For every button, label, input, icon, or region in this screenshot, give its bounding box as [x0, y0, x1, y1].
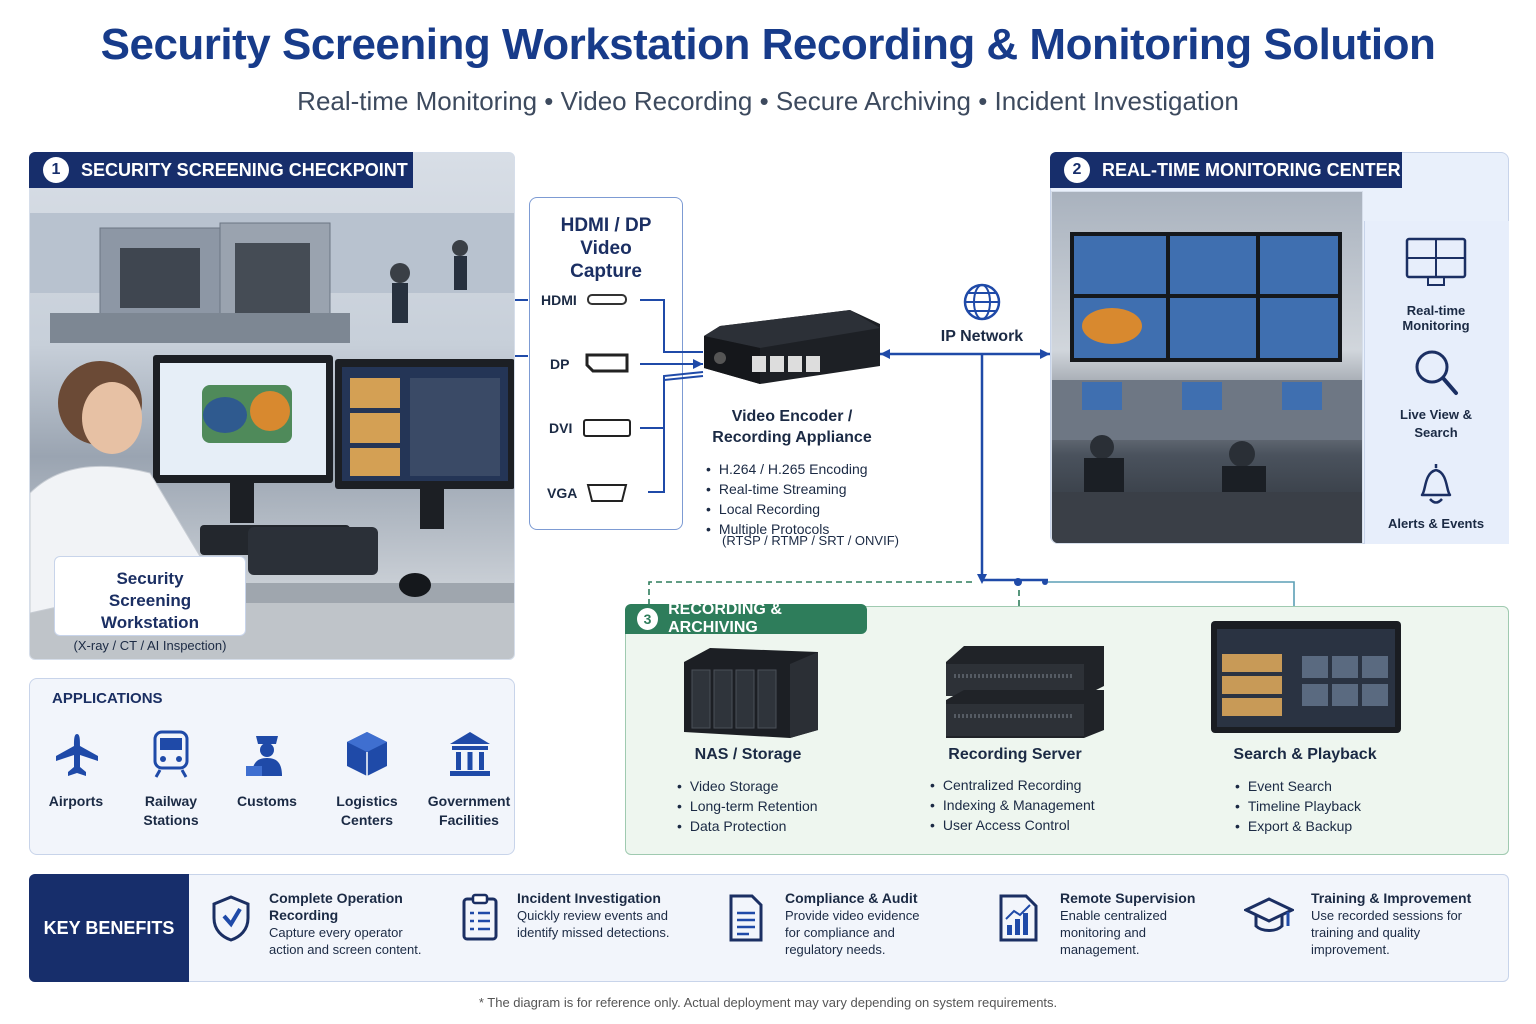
section-number: 2	[1064, 157, 1090, 183]
benefit-title: Training & Improvement	[1311, 890, 1472, 906]
encoder-feature: Local Recording	[706, 499, 868, 519]
port-label-hdmi: HDMI	[541, 292, 577, 308]
checkpoint-section-label: SECURITY SCREENING CHECKPOINT	[81, 159, 408, 180]
feature-live-view-search: Live View & Search	[1400, 407, 1473, 440]
workstation-subtitle: (X-ray / CT / AI Inspection)	[73, 638, 227, 653]
shield-icon	[212, 895, 250, 942]
checkpoint-scene-illustration	[30, 213, 514, 659]
benefit-title: Compliance & Audit	[785, 890, 918, 906]
recording-server-bullets: Centralized Recording Indexing & Managem…	[930, 775, 1095, 835]
benefit-desc: Enable centralized monitoring and manage…	[1060, 908, 1167, 957]
nas-bullet: Video Storage	[677, 776, 818, 796]
port-label-vga: VGA	[547, 485, 578, 501]
playback-bullet: Event Search	[1235, 776, 1361, 796]
footer-note: * The diagram is for reference only. Act…	[478, 995, 1058, 1010]
encoder-feature: H.264 / H.265 Encoding	[706, 459, 868, 479]
application-customs: Customs	[237, 793, 297, 809]
page-title: Security Screening Workstation Recording…	[100, 20, 1436, 69]
monitoring-center-panel	[1050, 152, 1509, 544]
feature-alerts-events: Alerts & Events	[1387, 516, 1485, 531]
section-number: 1	[43, 157, 69, 183]
applications-title: APPLICATIONS	[52, 690, 163, 707]
checkpoint-section-header: 1 SECURITY SCREENING CHECKPOINT	[29, 152, 413, 188]
nas-storage-image	[684, 648, 818, 738]
nas-storage-bullets: Video Storage Long-term Retention Data P…	[677, 776, 818, 836]
recording-section-label: RECORDING & ARCHIVING	[668, 601, 782, 636]
server-bullet: Indexing & Management	[930, 795, 1095, 815]
recording-server-title: Recording Server	[948, 746, 1082, 763]
section-number: 3	[637, 608, 659, 630]
encoder-device-image	[704, 310, 880, 384]
checkpoint-photo	[29, 152, 515, 660]
key-benefits-label-block: KEY BENEFITS	[29, 874, 189, 982]
monitor-grid-icon	[1405, 237, 1467, 286]
encoder-feature: Real-time Streaming	[706, 479, 868, 499]
benefit-desc: Use recorded sessions for training and q…	[1311, 908, 1463, 957]
video-capture-title: HDMI / DP Video Capture	[560, 215, 652, 282]
port-label-dvi: DVI	[549, 420, 573, 436]
airplane-icon	[56, 734, 98, 776]
application-railway-stations: Railway Stations	[143, 793, 199, 828]
encoder-features: H.264 / H.265 Encoding Real-time Streami…	[706, 459, 868, 539]
application-airports: Airports	[48, 793, 104, 809]
network-label: IP Network	[940, 328, 1024, 345]
benefit-compliance-audit: Compliance & Audit Provide video evidenc…	[785, 890, 935, 958]
video-wall-illustration	[1052, 232, 1362, 543]
monitoring-section-header: 2 REAL-TIME MONITORING CENTER	[1050, 152, 1402, 188]
port-label-dp: DP	[550, 356, 570, 372]
playback-monitor-image	[1211, 621, 1401, 733]
chart-icon	[999, 894, 1038, 942]
workstation-label-card: Security Screening Workstation (X-ray / …	[54, 556, 246, 653]
government-building-icon	[450, 732, 490, 776]
server-bullet: User Access Control	[930, 815, 1095, 835]
playback-bullet: Export & Backup	[1235, 816, 1361, 836]
benefit-title: Incident Investigation	[517, 890, 661, 906]
graduation-cap-icon	[1244, 897, 1294, 932]
nas-bullet: Long-term Retention	[677, 796, 818, 816]
bell-icon	[1420, 464, 1452, 504]
recording-section-header: 3 RECORDING & ARCHIVING	[625, 601, 867, 636]
benefit-desc: Quickly review events and identify misse…	[517, 908, 670, 940]
encoder-title: Video Encoder / Recording Appliance	[712, 408, 872, 446]
encoder-feature: Multiple Protocols	[706, 519, 868, 539]
key-benefits-title: KEY BENEFITS	[43, 917, 175, 938]
encoder-protocols: (RTSP / RTMP / SRT / ONVIF)	[722, 533, 899, 548]
benefit-complete-recording: Complete Operation Recording Capture eve…	[269, 890, 439, 958]
benefit-title: Remote Supervision	[1060, 890, 1196, 906]
customs-officer-icon	[246, 736, 282, 776]
train-icon	[153, 730, 189, 778]
benefit-desc: Provide video evidence for compliance an…	[785, 908, 920, 957]
workstation-title: Security Screening Workstation	[101, 569, 199, 632]
benefit-remote-supervision: Remote Supervision Enable centralized mo…	[1060, 890, 1210, 958]
benefit-incident-investigation: Incident Investigation Quickly review ev…	[517, 890, 677, 941]
application-logistics-centers: Logistics Centers	[336, 793, 398, 828]
application-government-facilities: Government Facilities	[427, 793, 511, 828]
benefit-training-improvement: Training & Improvement Use recorded sess…	[1311, 890, 1481, 958]
search-playback-bullets: Event Search Timeline Playback Export & …	[1235, 776, 1361, 836]
search-playback-title: Search & Playback	[1233, 746, 1377, 763]
nas-storage-title: NAS / Storage	[694, 746, 802, 763]
nas-bullet: Data Protection	[677, 816, 818, 836]
document-icon	[729, 894, 763, 942]
search-icon	[1415, 350, 1458, 395]
feature-real-time-monitoring: Real-time Monitoring	[1402, 303, 1470, 333]
monitoring-section-label: REAL-TIME MONITORING CENTER	[1102, 159, 1401, 180]
server-bullet: Centralized Recording	[930, 775, 1095, 795]
clipboard-icon	[462, 893, 498, 941]
page-subtitle: Real-time Monitoring • Video Recording •…	[297, 86, 1239, 116]
benefit-desc: Capture every operator action and screen…	[269, 925, 422, 957]
box-icon	[347, 732, 387, 776]
control-room-photo	[1051, 191, 1363, 544]
benefit-title: Complete Operation Recording	[269, 890, 403, 923]
playback-bullet: Timeline Playback	[1235, 796, 1361, 816]
globe-icon	[963, 283, 1001, 321]
recording-server-image	[946, 646, 1104, 738]
